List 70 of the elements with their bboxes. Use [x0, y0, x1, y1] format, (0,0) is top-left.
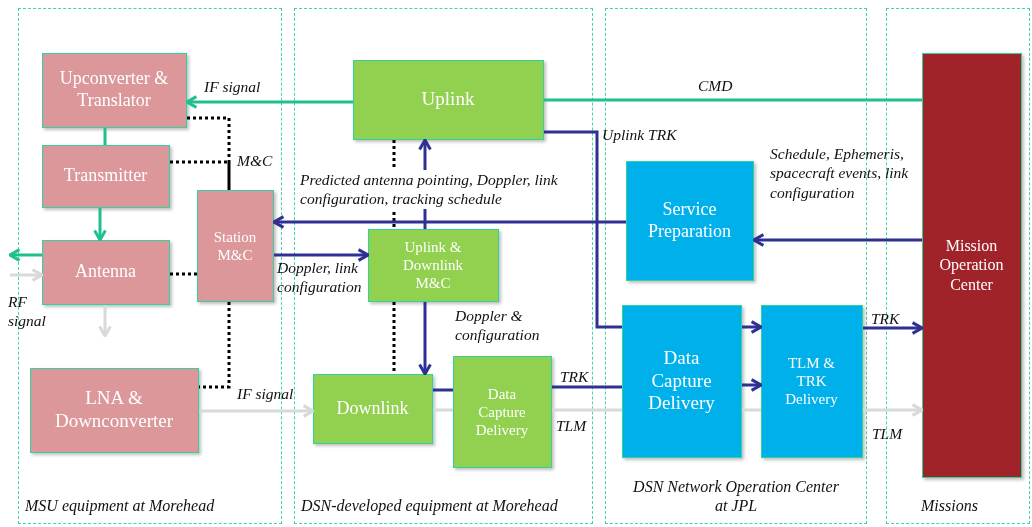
box-label: LNA & Downconverter	[53, 387, 175, 433]
dotted-line	[199, 302, 231, 389]
edge-label: Doppler, link configuration	[277, 258, 363, 297]
edge-label: TRK	[871, 309, 900, 329]
box-label: Mission Operation Center	[938, 236, 1005, 294]
connector-line	[552, 408, 622, 412]
arrow	[8, 248, 42, 262]
region-caption: DSN-developed equipment at Morehead	[300, 495, 559, 515]
connector-line	[433, 388, 453, 392]
region-caption: Missions	[920, 495, 979, 515]
arrow	[742, 320, 763, 334]
connector-line	[544, 130, 622, 329]
process-box	[196, 189, 274, 302]
process-box	[352, 59, 544, 140]
box-label: Data Capture Delivery	[647, 346, 716, 416]
edge-label: Uplink TRK	[602, 125, 677, 145]
process-box	[452, 355, 552, 468]
edge-label: IF signal	[204, 77, 261, 97]
box-label: Upconverter & Translator	[58, 68, 170, 112]
process-box	[41, 144, 170, 208]
edge-label: M&C	[237, 151, 273, 171]
process-box	[29, 367, 199, 453]
arrow	[199, 404, 315, 418]
arrow	[185, 95, 353, 109]
process-box	[41, 52, 187, 128]
box-label: Data Capture Delivery	[474, 384, 530, 439]
connector-line	[544, 98, 922, 102]
edge-label: TLM	[556, 416, 587, 436]
process-box	[760, 304, 863, 458]
box-label: Transmitter	[63, 165, 148, 187]
arrow	[863, 403, 924, 417]
box-label: Station M&C	[212, 227, 258, 264]
connector-line	[433, 408, 453, 412]
region-caption: MSU equipment at Morehead	[24, 495, 216, 515]
arrow	[863, 321, 924, 335]
edge-label: RF signal	[8, 292, 47, 331]
arrow	[98, 305, 112, 338]
edge-label: TRK	[560, 367, 589, 387]
box-label: Uplink & Downlink M&C	[402, 238, 464, 292]
process-box	[625, 160, 754, 281]
region-caption: DSN Network Operation Center at JPL	[632, 476, 840, 515]
process-box	[921, 52, 1022, 478]
arrow	[742, 378, 763, 392]
box-label: Service Preparation	[647, 198, 732, 243]
process-box	[621, 304, 742, 458]
box-label: Downlink	[336, 397, 409, 420]
arrow	[418, 302, 432, 376]
edge-label: TLM	[872, 424, 903, 444]
dotted-line	[187, 116, 231, 190]
dotted-line	[392, 302, 396, 374]
edge-label: CMD	[698, 76, 733, 96]
connector-line	[742, 408, 761, 412]
box-label: Uplink	[421, 88, 475, 111]
arrow	[274, 248, 370, 262]
arrow	[752, 233, 922, 247]
edge-label: Schedule, Ephemeris, spacecraft events, link configuration	[770, 144, 910, 203]
connector-line	[552, 385, 622, 389]
box-label: Antenna	[75, 261, 136, 283]
connector-line	[103, 128, 107, 145]
process-box	[312, 373, 433, 444]
arrow	[93, 208, 107, 242]
edge-label: IF signal	[237, 384, 294, 404]
process-box	[41, 239, 170, 305]
arrow	[272, 215, 626, 229]
dotted-line	[170, 160, 231, 190]
dotted-line	[170, 272, 197, 276]
box-label: TLM & TRK Delivery	[784, 354, 839, 408]
edge-label: Doppler & configuration	[455, 306, 541, 345]
process-box	[367, 228, 499, 302]
arrow	[10, 268, 44, 282]
